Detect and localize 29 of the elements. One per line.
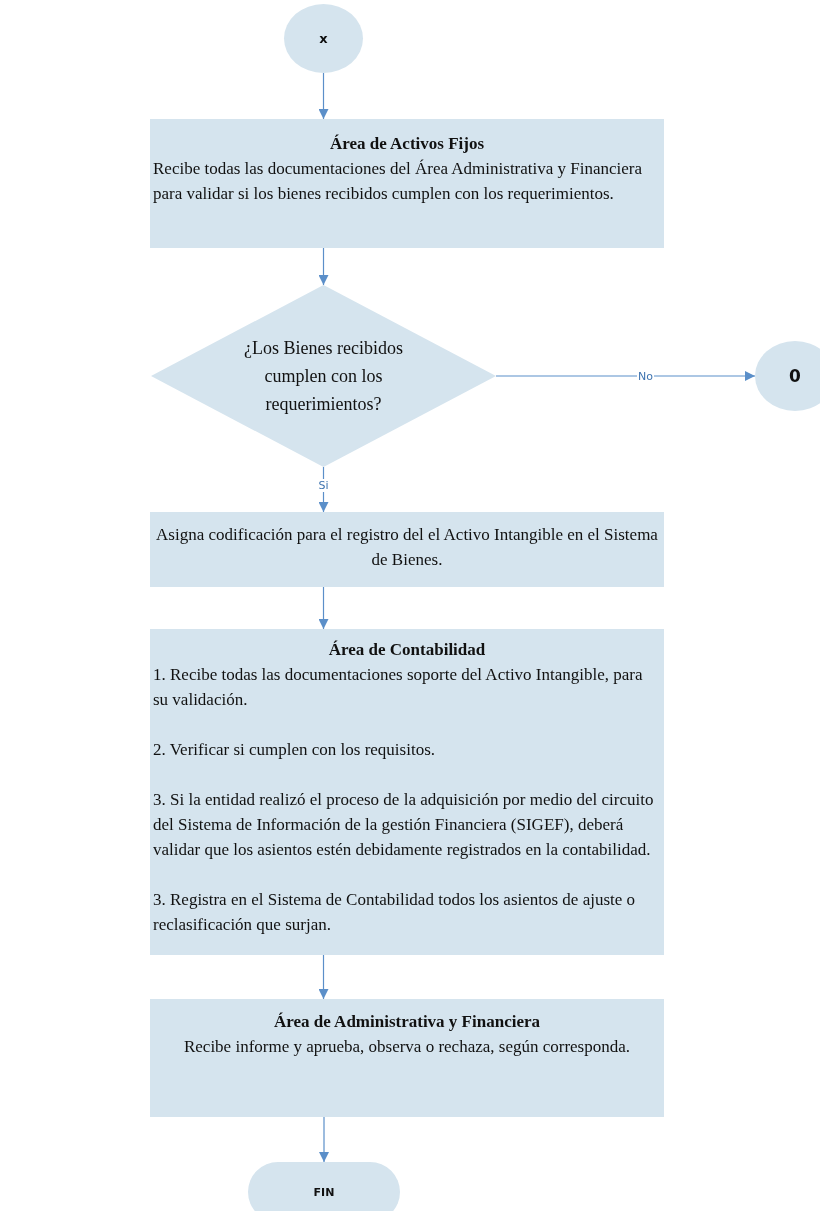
process-box — [150, 512, 664, 587]
box-text: 2. Verificar si cumplen con los requisitos. — [153, 739, 437, 761]
connector-label: x — [319, 31, 328, 46]
arrow — [318, 72, 329, 120]
arrow — [318, 954, 329, 1000]
process-box — [150, 119, 664, 248]
box-heading: Área de Activos Fijos — [328, 133, 486, 155]
arrow — [318, 586, 329, 630]
box-text: Recibe informe y aprueba, observa o rechaza, según corresponda. — [182, 1036, 632, 1058]
arrow — [318, 247, 329, 286]
box-text: 1. Recibe todas las documentaciones soporte del Activo Intangible, para su validación. — [153, 664, 644, 711]
connector-circle — [755, 341, 820, 411]
box-heading: Área de Contabilidad — [327, 639, 487, 661]
box-text: 3. Si la entidad realizó el proceso de la adquisición por medio del circuito del Sistema de Información de la gestión Financiera (SIGEF), deberá validar que los asientos estén debidamente registrados en la contabilidad. — [153, 789, 655, 861]
connector-label: 0 — [789, 366, 801, 386]
box-text: Recibe todas las documentaciones del Área Administrativa y Financiera para validar si los bienes recibidos cumplen con los requerimientos. — [153, 158, 644, 205]
decision-diamond — [151, 285, 496, 467]
edge-label: Si — [317, 479, 330, 492]
box-heading: Área de Administrativa y Financiera — [273, 1011, 541, 1033]
arrow — [319, 1116, 329, 1163]
end-terminator — [248, 1162, 400, 1211]
process-box — [150, 629, 664, 955]
connector-label: FIN — [313, 1185, 335, 1199]
decision-question: ¿Los Bienes recibidos cumplen con los requerimientos? — [243, 337, 404, 416]
arrow — [495, 371, 756, 381]
edge-label: No — [637, 369, 654, 383]
box-text: 3. Registra en el Sistema de Contabilidad todos los asientos de ajuste o reclasificación que surjan. — [153, 889, 637, 936]
box-text: Asigna codificación para el registro del el Activo Intangible en el Sistema de Bienes. — [155, 524, 659, 571]
process-box — [150, 999, 664, 1117]
